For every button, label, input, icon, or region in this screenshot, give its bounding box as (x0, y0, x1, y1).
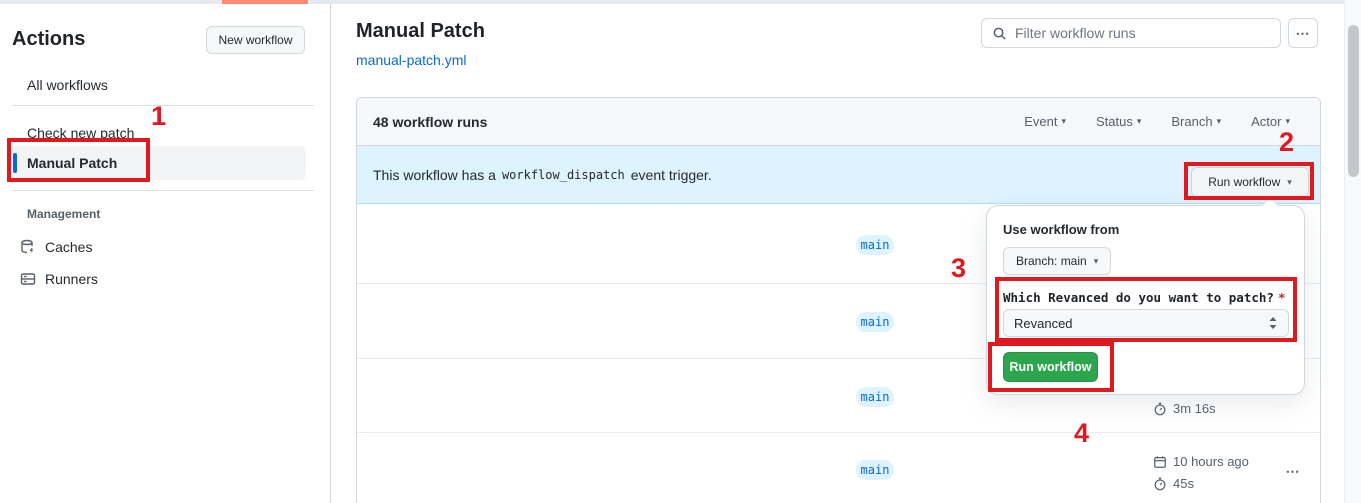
chevron-down-icon: ▾ (1061, 116, 1066, 126)
filter-status-dropdown[interactable]: Status ▾ (1096, 114, 1141, 129)
run-workflow-label: Run workflow (1208, 175, 1281, 189)
kebab-icon: ⋯ (1285, 462, 1301, 479)
run-duration: 3m 16s (1153, 401, 1216, 416)
run-filters: Event ▾ Status ▾ Branch ▾ Actor ▾ (1024, 114, 1304, 129)
filter-event-dropdown[interactable]: Event ▾ (1024, 114, 1066, 129)
chevron-down-icon: ▾ (1216, 116, 1222, 126)
branch-selector-button[interactable]: Branch: main ▾ (1003, 247, 1112, 275)
time-text: 10 hours ago (1173, 454, 1249, 469)
duration-text: 45s (1173, 476, 1194, 491)
run-workflow-dropdown-button[interactable]: Run workflow ▾ (1191, 167, 1309, 197)
calendar-icon (1153, 455, 1167, 469)
sidebar-item-label: All workflows (27, 77, 108, 93)
sidebar-item-label: Caches (45, 239, 93, 255)
vertical-scrollbar[interactable] (1344, 0, 1361, 503)
actions-sidebar: Actions New workflow All workflows Check… (0, 4, 330, 503)
search-icon (992, 26, 1007, 41)
sidebar-item-check-new-patch[interactable]: Check new patch (9, 118, 306, 148)
filter-actor-dropdown[interactable]: Actor ▾ (1251, 114, 1290, 129)
revanced-select[interactable]: Revanced (1003, 309, 1289, 337)
sidebar-divider (12, 190, 314, 191)
sidebar-item-caches[interactable]: Caches (20, 233, 300, 261)
filter-label: Actor (1251, 114, 1282, 129)
filter-label: Event (1024, 114, 1058, 129)
duration-text: 3m 16s (1173, 401, 1216, 416)
workflow-input-label: Which Revanced do you want to patch?* (1003, 290, 1285, 305)
sidebar-item-runners[interactable]: Runners (20, 265, 300, 293)
chevron-down-icon: ▾ (1285, 116, 1290, 126)
run-time: 10 hours ago (1153, 454, 1249, 469)
chevron-down-icon: ▾ (1136, 116, 1142, 126)
cache-icon (20, 239, 36, 255)
sidebar-divider (12, 105, 314, 106)
run-duration: 45s (1153, 476, 1194, 491)
branch-badge[interactable]: main (856, 312, 894, 332)
workflow-run-row[interactable]: main 10 hours ago 45s (357, 433, 1320, 503)
new-workflow-button[interactable]: New workflow (206, 26, 305, 54)
kebab-icon: ⋯ (1295, 24, 1311, 41)
banner-text: event trigger. (630, 166, 712, 183)
sidebar-item-label: Check new patch (27, 125, 135, 141)
tab-loading-bar (222, 0, 308, 4)
banner-text: This workflow has a (373, 166, 496, 183)
search-input[interactable] (1015, 25, 1270, 41)
branch-selector-label: Branch: main (1016, 254, 1087, 268)
chevron-down-icon: ▾ (1093, 255, 1099, 266)
filter-label: Branch (1171, 114, 1213, 129)
run-options-kebab-button[interactable]: ⋯ (1277, 459, 1309, 483)
runners-icon (20, 271, 36, 287)
select-arrows-icon (1268, 316, 1278, 330)
runs-count: 48 workflow runs (373, 113, 488, 130)
stopwatch-icon (1153, 402, 1167, 416)
workflow-dispatch-banner: This workflow has a workflow_dispatch ev… (357, 146, 1320, 204)
filter-label: Status (1096, 114, 1133, 129)
run-workflow-dialog: Use workflow from Branch: main ▾ Which R… (986, 205, 1305, 395)
selected-accent-bar (13, 153, 17, 173)
runs-table-header: 48 workflow runs Event ▾ Status ▾ Branch… (357, 98, 1320, 146)
input-label-text: Which Revanced do you want to patch? (1003, 290, 1274, 305)
scrollbar-thumb[interactable] (1348, 25, 1359, 177)
sidebar-item-label: Manual Patch (27, 155, 118, 171)
chevron-down-icon: ▾ (1287, 176, 1292, 187)
stopwatch-icon (1153, 477, 1167, 491)
workflow-options-kebab-button[interactable]: ⋯ (1288, 18, 1318, 48)
browser-edge-strip (0, 0, 1344, 4)
sidebar-item-all-workflows[interactable]: All workflows (9, 70, 306, 100)
run-workflow-submit-button[interactable]: Run workflow (1003, 352, 1098, 382)
banner-code: workflow_dispatch (501, 167, 625, 182)
use-workflow-from-label: Use workflow from (1003, 222, 1120, 237)
selected-option: Revanced (1014, 315, 1073, 331)
management-section-label: Management (27, 207, 101, 221)
sidebar-item-manual-patch[interactable]: Manual Patch (9, 146, 306, 180)
page-title: Manual Patch (356, 20, 485, 42)
branch-badge[interactable]: main (856, 387, 894, 407)
workflow-file-link[interactable]: manual-patch.yml (356, 52, 467, 68)
filter-runs-searchbox[interactable] (981, 18, 1281, 48)
branch-badge[interactable]: main (856, 460, 894, 480)
sidebar-item-label: Runners (45, 271, 98, 287)
filter-branch-dropdown[interactable]: Branch ▾ (1171, 114, 1221, 129)
branch-badge[interactable]: main (856, 235, 894, 255)
sidebar-title: Actions (12, 28, 86, 50)
required-asterisk: * (1277, 290, 1286, 305)
sidebar-main-divider (330, 4, 331, 503)
